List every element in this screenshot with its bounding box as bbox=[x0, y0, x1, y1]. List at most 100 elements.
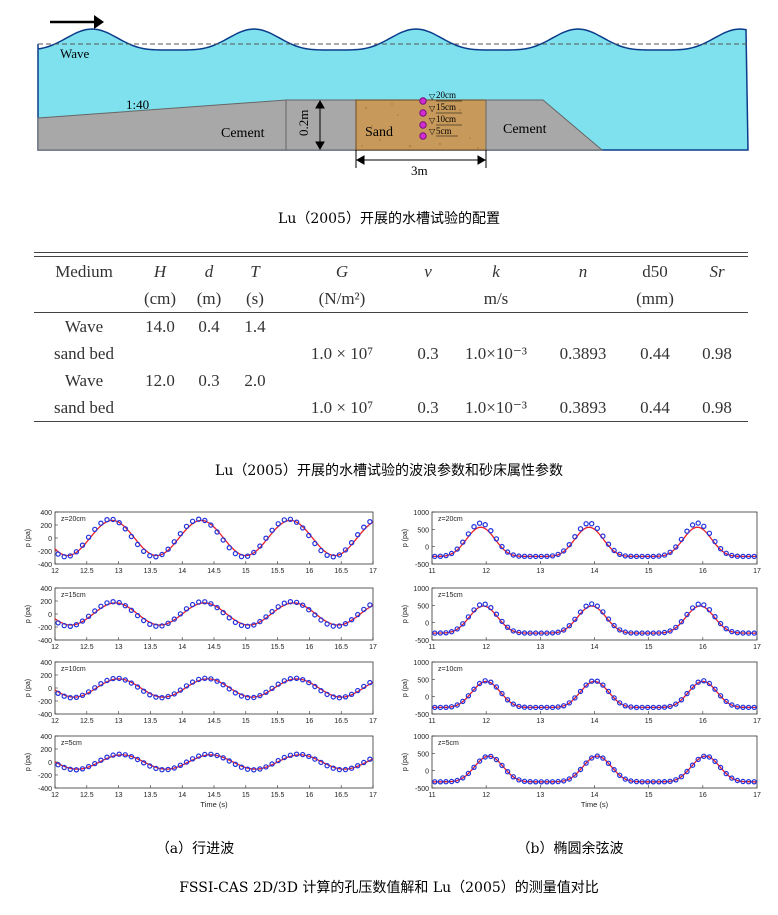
measured-point bbox=[465, 531, 472, 537]
measured-point bbox=[544, 704, 550, 711]
y-tick-label: 1000 bbox=[413, 660, 429, 667]
measured-point bbox=[275, 521, 281, 527]
measured-point bbox=[471, 607, 477, 613]
depth-annotation: z=5cm bbox=[438, 740, 459, 747]
measured-point bbox=[104, 600, 110, 606]
measured-point bbox=[661, 779, 668, 785]
measured-point bbox=[729, 552, 735, 559]
measured-point bbox=[583, 682, 589, 688]
x-tick-label: 14 bbox=[178, 792, 186, 799]
measured-point bbox=[275, 757, 281, 764]
x-tick-label: 14 bbox=[591, 568, 599, 575]
measured-point bbox=[555, 551, 561, 558]
measured-point bbox=[437, 630, 444, 636]
x-tick-label: 17 bbox=[369, 718, 377, 725]
cement-right bbox=[485, 99, 604, 151]
measured-point bbox=[583, 521, 589, 527]
x-tick-label: 13 bbox=[536, 792, 544, 799]
measured-point bbox=[171, 539, 177, 545]
measured-point bbox=[723, 550, 729, 557]
measured-point bbox=[633, 704, 640, 711]
measured-point bbox=[678, 536, 685, 543]
measured-point bbox=[521, 778, 528, 784]
measured-point bbox=[281, 600, 287, 606]
x-tick-label: 17 bbox=[369, 568, 377, 575]
x-tick-label: 14 bbox=[178, 644, 186, 651]
sand-texture bbox=[361, 103, 479, 149]
header-cell: Medium bbox=[55, 261, 113, 281]
measured-point bbox=[306, 606, 312, 613]
flume-diagram: ▽ ▽ ▽ ▽ bbox=[37, 15, 749, 168]
measured-point bbox=[695, 601, 701, 607]
measured-point bbox=[153, 694, 159, 700]
measured-point bbox=[712, 686, 718, 692]
figure3-caption: FSSI-CAS 2D/3D 计算的孔压数值解和 Lu（2005）的测量值对比 bbox=[179, 880, 599, 896]
measured-point bbox=[661, 552, 668, 558]
measured-point bbox=[159, 551, 165, 558]
measured-point bbox=[751, 630, 757, 636]
measured-point bbox=[577, 526, 584, 532]
measured-point bbox=[263, 535, 269, 541]
measured-point bbox=[177, 762, 184, 768]
measured-point bbox=[577, 766, 584, 773]
measured-point bbox=[701, 678, 707, 684]
measured-point bbox=[153, 554, 159, 560]
measured-point bbox=[208, 601, 214, 607]
measured-point bbox=[516, 553, 522, 559]
x-tick-label: 14 bbox=[591, 718, 599, 725]
measured-point bbox=[684, 690, 690, 697]
table-row: Wave 12.0 0.3 2.0 bbox=[34, 367, 748, 394]
measured-point bbox=[244, 553, 251, 559]
measured-point bbox=[460, 698, 466, 705]
x-tick-label: 15 bbox=[242, 718, 250, 725]
header-cell: G bbox=[335, 261, 349, 281]
measured-point bbox=[208, 676, 214, 682]
measured-point bbox=[482, 601, 488, 607]
x-tick-label: 15 bbox=[242, 644, 250, 651]
measured-point bbox=[214, 529, 220, 535]
measured-point bbox=[499, 618, 505, 625]
sensor-label-20: 20cm bbox=[436, 90, 456, 100]
measured-point bbox=[617, 551, 623, 558]
y-axis-label: p (pa) bbox=[25, 529, 32, 547]
y-tick-label: -400 bbox=[38, 638, 52, 645]
measured-point bbox=[55, 551, 61, 557]
measured-point bbox=[287, 516, 294, 522]
measured-point bbox=[538, 704, 545, 711]
measured-point bbox=[269, 608, 275, 615]
measured-point bbox=[263, 764, 269, 770]
subcaption-b: （b）椭圆余弦波 bbox=[516, 841, 624, 857]
measured-point bbox=[465, 770, 472, 777]
measured-point bbox=[448, 704, 455, 710]
x-tick-label: 17 bbox=[369, 792, 377, 799]
y-tick-label: 400 bbox=[40, 586, 52, 593]
measured-point bbox=[342, 766, 349, 773]
measured-point bbox=[678, 697, 685, 703]
measured-point bbox=[232, 761, 239, 767]
measured-point bbox=[476, 758, 483, 764]
table-cell bbox=[406, 367, 450, 394]
unit-cell bbox=[686, 285, 748, 313]
x-tick-label: 15.5 bbox=[271, 568, 285, 575]
measured-point bbox=[493, 684, 500, 690]
measured-point bbox=[159, 694, 165, 701]
measured-point bbox=[504, 624, 511, 631]
measured-point bbox=[678, 774, 685, 780]
table-cell: 1.0×10⁻³ bbox=[465, 397, 527, 417]
y-tick-label: 500 bbox=[417, 677, 429, 684]
measured-point bbox=[583, 603, 589, 609]
slope-label: 1:40 bbox=[126, 97, 150, 112]
subcaption-a: （a）行进波 bbox=[155, 841, 235, 857]
measured-point bbox=[645, 704, 651, 711]
measured-point bbox=[367, 602, 373, 608]
x-tick-label: 15 bbox=[242, 792, 250, 799]
y-tick-label: 0 bbox=[48, 612, 52, 619]
x-tick-label: 15 bbox=[242, 568, 250, 575]
svg-text:▽: ▽ bbox=[429, 92, 436, 101]
y-tick-label: -400 bbox=[38, 786, 52, 793]
measured-point bbox=[104, 677, 110, 684]
measured-point bbox=[656, 779, 662, 785]
x-tick-label: 12 bbox=[51, 568, 59, 575]
x-tick-label: 15 bbox=[645, 644, 653, 651]
measured-point bbox=[324, 691, 330, 698]
